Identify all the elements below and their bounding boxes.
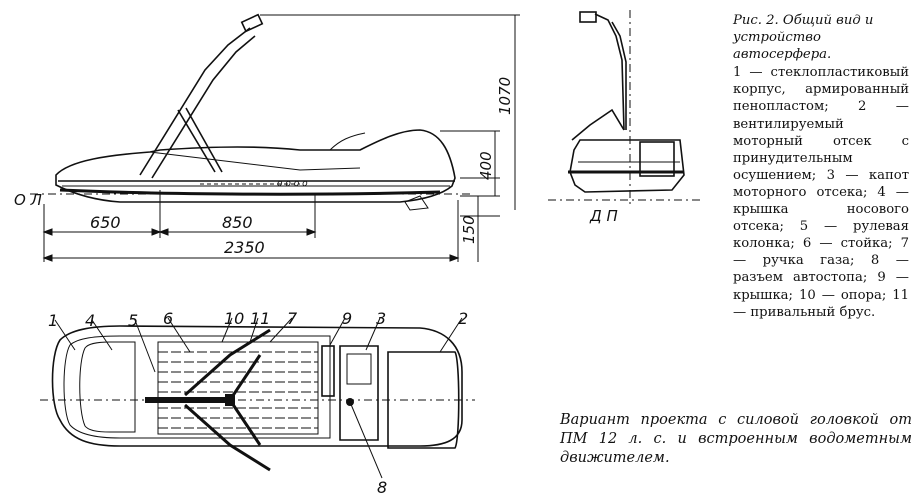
caption-legend: 1 — стеклопластиковый корпус, армированн… bbox=[733, 65, 909, 320]
callout-5: 5 bbox=[128, 311, 138, 330]
caption-title: Рис. 2. Общий вид и устройство автосерфе… bbox=[733, 13, 874, 63]
dim-2350: 2350 bbox=[224, 238, 265, 257]
waterline-label: О Л bbox=[14, 191, 42, 209]
callout-7: 7 bbox=[287, 309, 298, 328]
dim-650: 650 bbox=[90, 213, 121, 232]
callout-6: 6 bbox=[163, 309, 173, 328]
dim-400: 400 bbox=[477, 151, 495, 180]
figure-caption: Рис. 2. Общий вид и устройство автосерфе… bbox=[733, 12, 909, 321]
callout-1: 1 bbox=[48, 311, 58, 330]
callout-9: 9 bbox=[342, 309, 352, 328]
dim-150: 150 bbox=[460, 215, 478, 244]
side-view: o o o o О Л 650 850 2350 1070 400 150 bbox=[14, 13, 520, 262]
variant-note: Вариант проекта с силовой головкой от ПМ… bbox=[560, 412, 912, 466]
callout-3: 3 bbox=[376, 309, 386, 328]
drain-marks: o o o o bbox=[277, 179, 308, 189]
rear-view: Д П bbox=[548, 10, 700, 225]
dim-850: 850 bbox=[222, 213, 253, 232]
dim-1070: 1070 bbox=[496, 77, 514, 115]
callout-10: 10 bbox=[224, 309, 244, 328]
callout-11: 11 bbox=[250, 309, 270, 328]
callout-8: 8 bbox=[377, 478, 387, 497]
callout-2: 2 bbox=[458, 309, 468, 328]
callout-4: 4 bbox=[85, 311, 95, 330]
rear-view-label: Д П bbox=[589, 207, 618, 225]
plan-view: 1 4 5 6 10 11 7 9 3 2 8 bbox=[40, 309, 475, 497]
